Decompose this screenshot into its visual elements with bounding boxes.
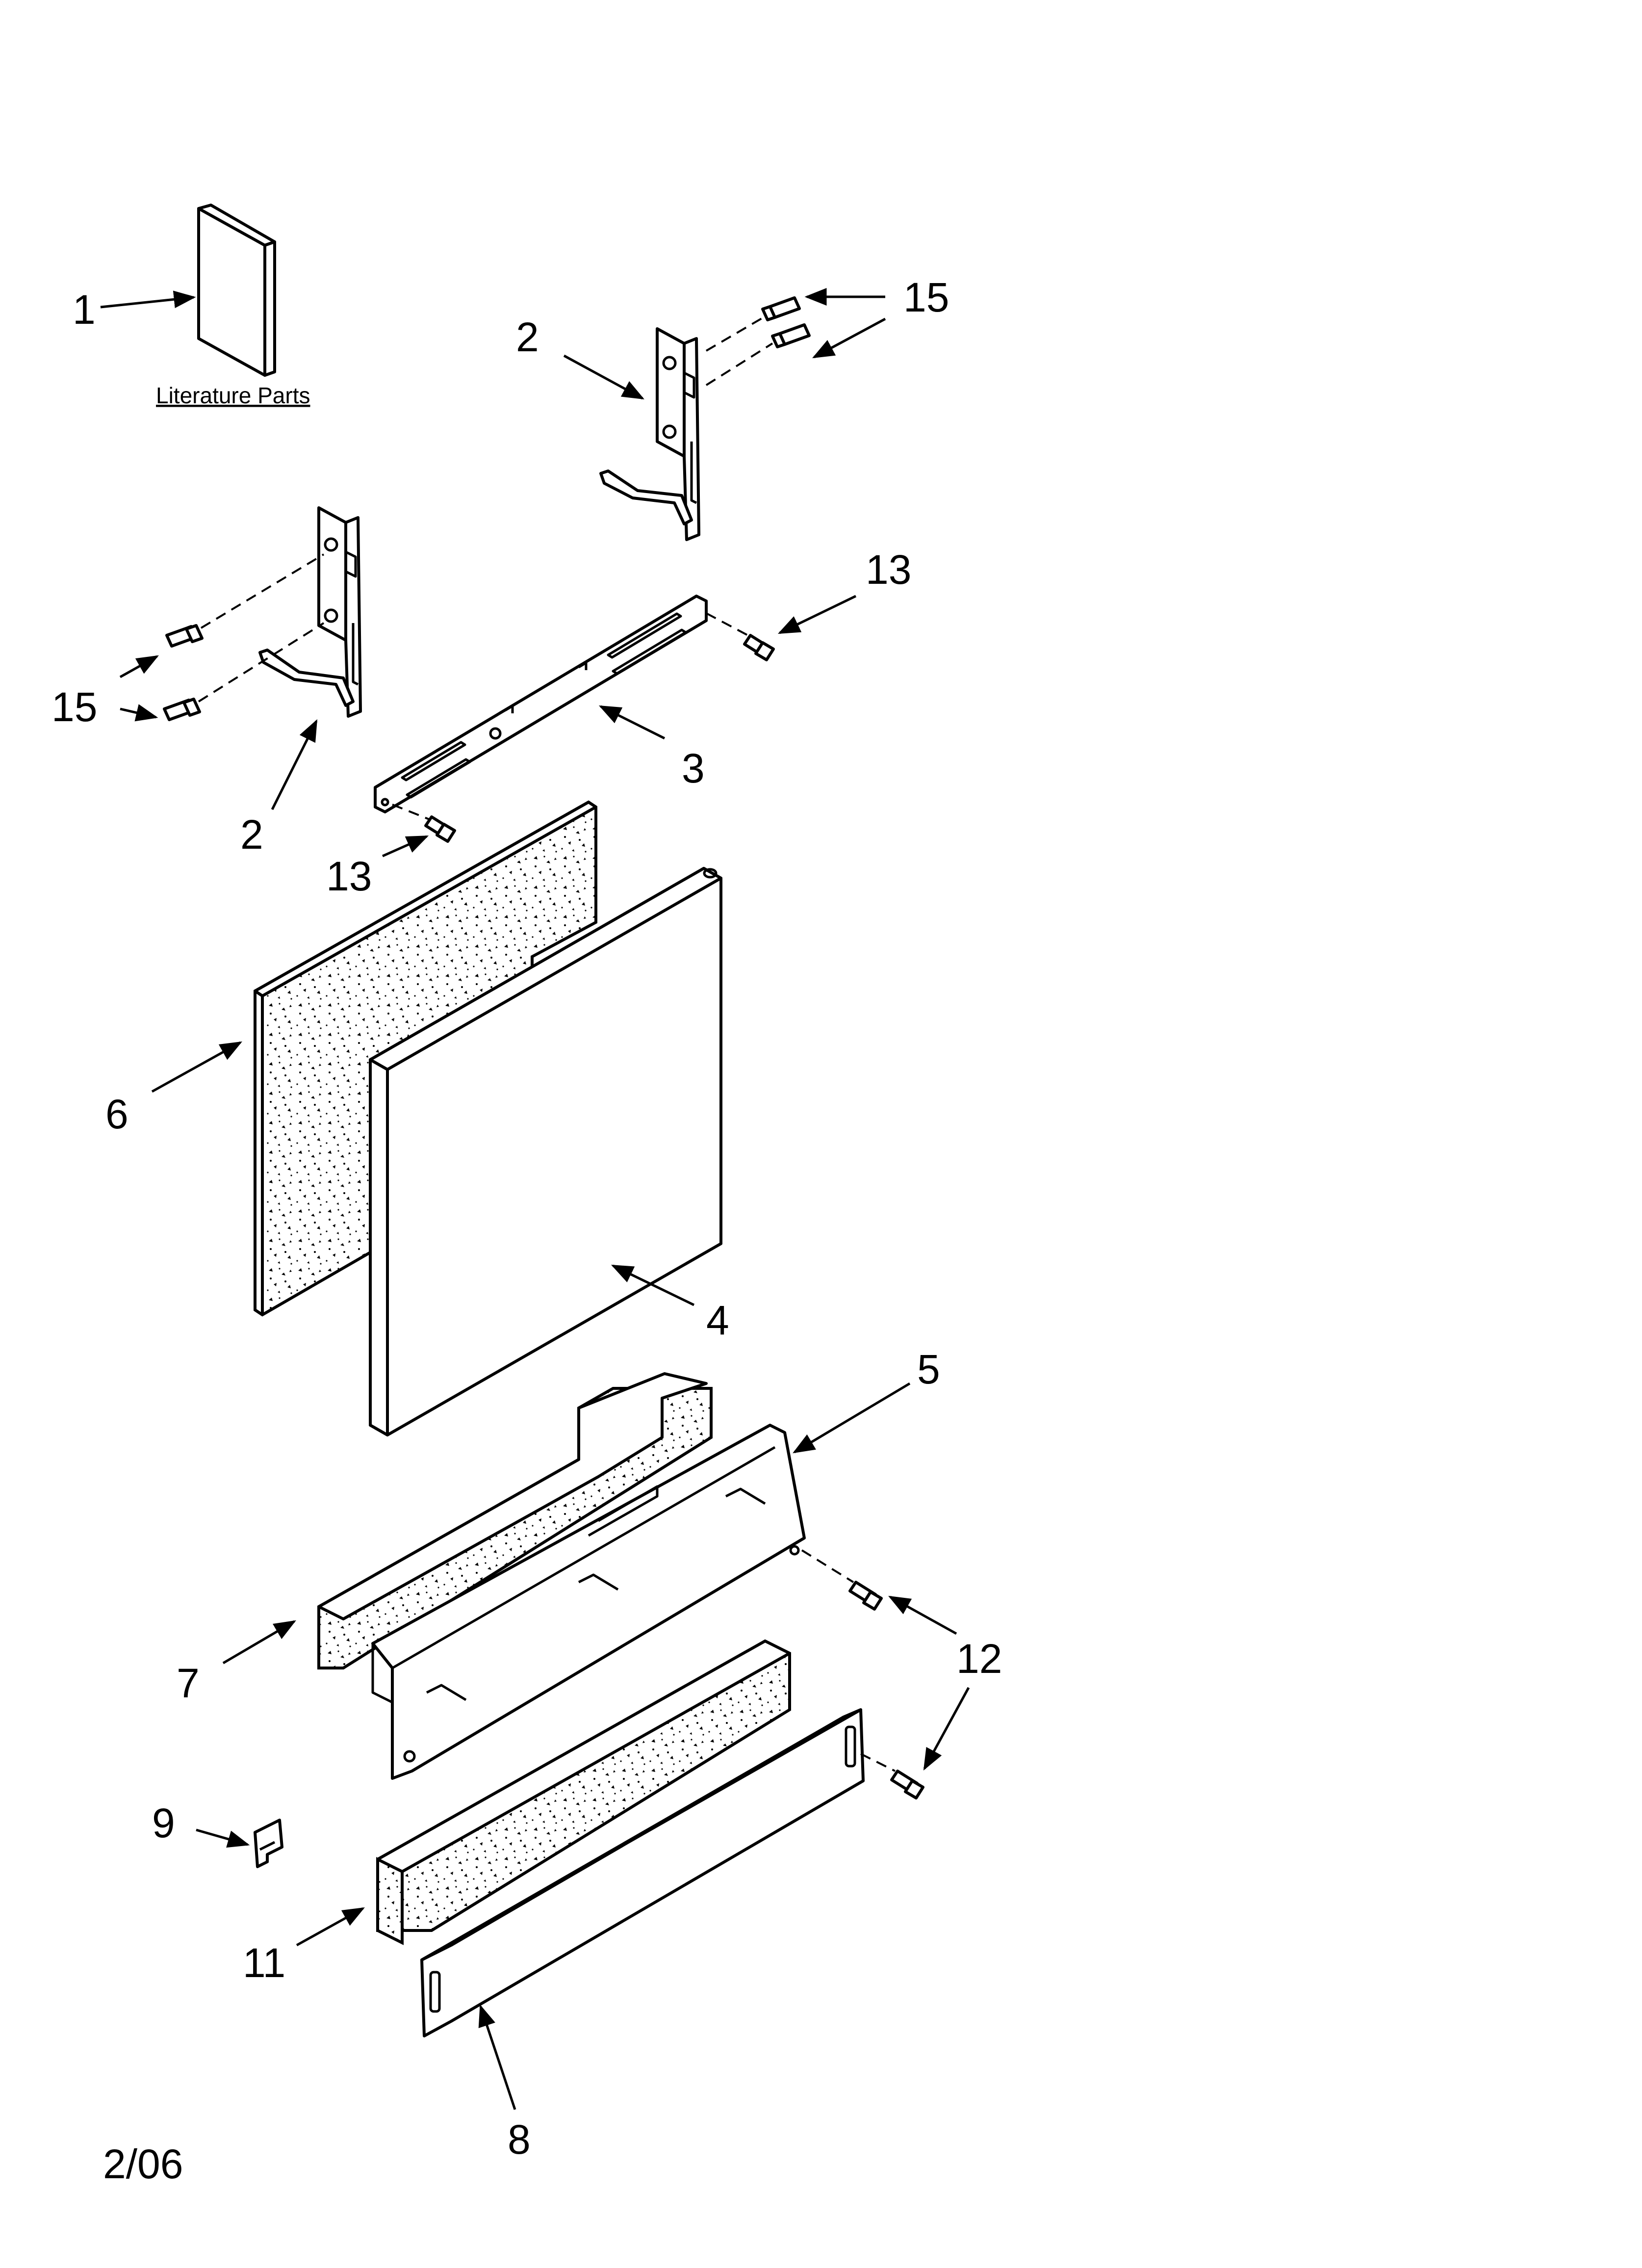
leader-2-left (271, 719, 318, 810)
leader-15-lower (812, 317, 886, 359)
mounting-bracket-part-top (599, 327, 700, 541)
callout-12: 12 (956, 1636, 1002, 1682)
leader-15-left-upper (119, 655, 159, 678)
insulation-panel-part-6 (254, 800, 597, 1317)
callout-15-left: 15 (51, 684, 97, 730)
dashed-guide-15-upper (705, 315, 766, 352)
screw-15-upper-right (761, 296, 801, 321)
screw-12-upper (848, 1581, 883, 1611)
leader-13-right (777, 595, 857, 634)
leader-3 (598, 705, 666, 740)
callout-2-top: 2 (516, 314, 539, 360)
callout-8: 8 (508, 2116, 531, 2163)
callout-6: 6 (105, 1091, 128, 1137)
insulation-strip-part-7 (317, 1372, 713, 1669)
callout-2-left: 2 (240, 811, 263, 858)
leader-15-left-lower (120, 704, 158, 722)
leader-1 (100, 290, 196, 309)
leader-12-lower (923, 1687, 970, 1771)
leader-12-upper (888, 1595, 957, 1635)
dashed-guide-13-left (392, 804, 430, 820)
callout-1: 1 (73, 287, 96, 333)
dashed-guide-15-left-upper (200, 553, 325, 629)
leader-6 (151, 1041, 242, 1093)
callout-13-right: 13 (866, 547, 911, 593)
dashed-guide-15-lower (705, 342, 773, 386)
dashed-guide-12-upper (801, 1549, 854, 1583)
leader-8 (478, 2004, 516, 2110)
dashed-guide-13-right (706, 612, 748, 636)
callout-3: 3 (682, 745, 705, 791)
literature-booklet-part (197, 204, 276, 377)
door-panel-part-4 (369, 867, 722, 1436)
callout-15-right: 15 (903, 274, 949, 320)
callout-9: 9 (152, 1800, 175, 1846)
leader-11 (296, 1907, 365, 1947)
kick-plate-part-8 (420, 1708, 865, 2037)
insulation-block-part-11 (376, 1639, 791, 1945)
rail-part-3 (374, 595, 708, 813)
screw-15-upper-left (165, 624, 204, 648)
toe-panel-bracket-part-5 (371, 1424, 806, 1780)
leader-2-top (563, 354, 644, 400)
callout-5: 5 (917, 1346, 940, 1392)
leader-7 (222, 1620, 296, 1665)
leader-4 (611, 1264, 695, 1306)
mounting-bracket-part-left (258, 506, 362, 718)
screw-15-lower-right (771, 323, 811, 348)
screw-13-right (743, 634, 775, 661)
screw-15-lower-left (163, 698, 201, 721)
leader-5 (793, 1382, 911, 1454)
callout-11: 11 (243, 1940, 285, 1986)
leader-9 (196, 1828, 250, 1848)
callout-7: 7 (177, 1660, 200, 1706)
callout-13-left: 13 (326, 853, 372, 899)
literature-caption: Literature Parts (156, 383, 310, 408)
leader-13-left (382, 835, 429, 858)
clip-part-9 (254, 1819, 283, 1868)
screw-12-lower (890, 1770, 924, 1799)
screw-13-left (424, 815, 456, 843)
dashed-guide-15-left-lower (198, 622, 325, 703)
callout-4: 4 (706, 1297, 729, 1343)
revision-date: 2/06 (103, 2141, 183, 2187)
dashed-guide-12-lower (860, 1753, 896, 1772)
